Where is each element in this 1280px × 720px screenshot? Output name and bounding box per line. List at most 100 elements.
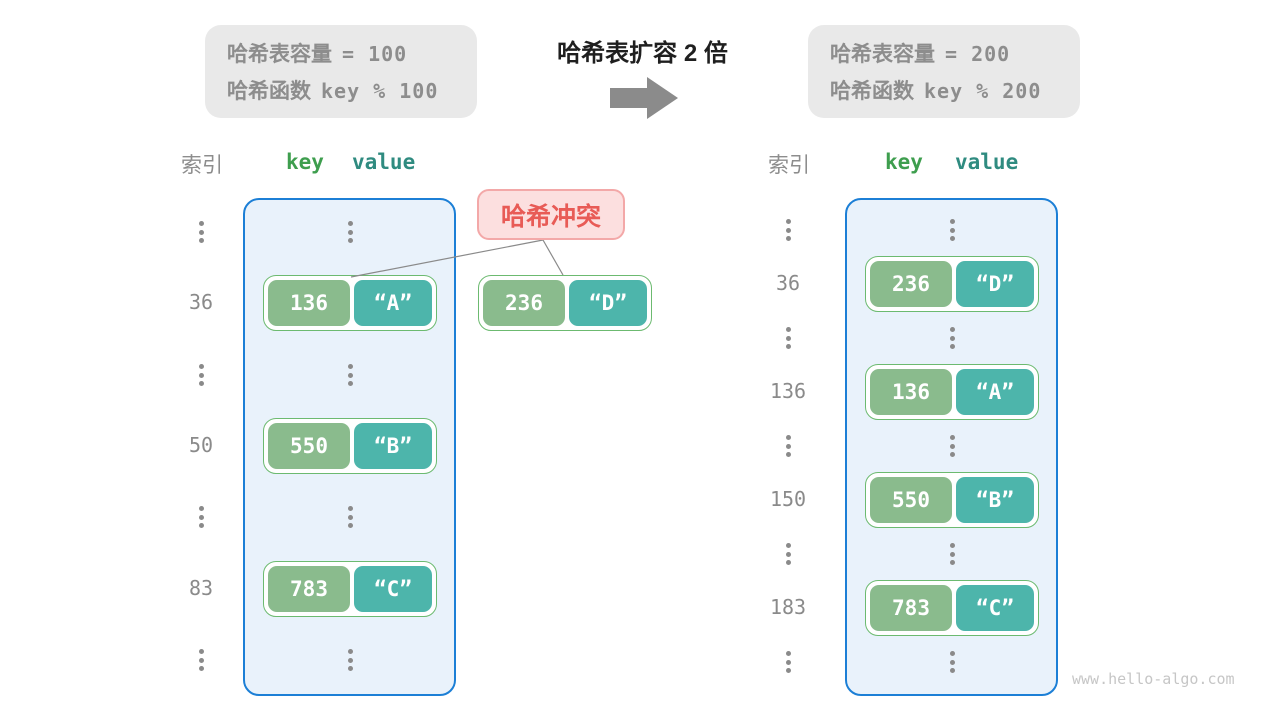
dot [198,657,204,663]
hash-function-line: 哈希函数 key % 100 [227,75,477,105]
capacity-value: = 200 [945,42,1011,66]
hash-function-value: key % 100 [321,79,439,103]
pair-key: 783 [870,585,952,631]
dot [785,335,791,341]
dot [949,435,955,440]
ellipsis-dots [198,221,204,243]
pair-key: 136 [870,369,952,415]
pair-value: “D” [569,280,647,326]
dot [949,335,955,341]
dot [949,651,955,656]
dot [198,372,204,378]
key-value-pair: 236“D” [865,256,1039,312]
dot [785,659,791,665]
dot [949,543,955,548]
ellipsis-dots [785,219,791,241]
index-label: 150 [769,487,807,511]
dot [347,666,353,671]
ellipsis-dots [347,221,353,243]
dot [785,219,791,224]
right-arrow-icon [610,77,678,119]
pair-key: 136 [268,280,350,326]
dot [949,659,955,665]
left-key-header: key [286,150,324,174]
dot [347,221,353,226]
dot [785,327,791,332]
capacity-label: 哈希表容量 [227,43,332,66]
dot [785,435,791,440]
dot [347,229,353,235]
dot [949,236,955,241]
expand-title: 哈希表扩容 2 倍 [557,40,728,67]
dot [949,219,955,224]
hash-function-value: key % 200 [924,79,1042,103]
hash-function-line: 哈希函数 key % 200 [830,75,1080,105]
dot [785,236,791,241]
pair-value: “B” [956,477,1034,523]
dot [785,551,791,557]
ellipsis-dots [785,435,791,457]
dot [949,452,955,457]
dot [949,560,955,565]
info-box-capacity-100: 哈希表容量 = 100 哈希函数 key % 100 [205,25,477,118]
ellipsis-dots [198,506,204,528]
dot [347,657,353,663]
dot [785,668,791,673]
dot [347,364,353,369]
capacity-label: 哈希表容量 [830,43,935,66]
hash-function-label: 哈希函数 [227,80,311,103]
left-index-header: 索引 [181,154,223,177]
pair-key: 783 [268,566,350,612]
dot [198,229,204,235]
index-label: 183 [769,595,807,619]
dot [198,221,204,226]
key-value-pair: 783“C” [865,580,1039,636]
key-value-pair: 550“B” [865,472,1039,528]
pair-key: 236 [483,280,565,326]
capacity-line: 哈希表容量 = 100 [227,38,477,68]
dot [347,506,353,511]
ellipsis-dots [347,649,353,671]
dot [198,381,204,386]
dot [949,227,955,233]
index-label: 36 [188,290,214,314]
hash-collision-label: 哈希冲突 [477,189,625,240]
ellipsis-dots [198,364,204,386]
dot [198,506,204,511]
dot [347,514,353,520]
dot [198,364,204,369]
dot [785,443,791,449]
dot [785,543,791,548]
dot [949,443,955,449]
watermark: www.hello-algo.com [1072,670,1235,688]
dot [785,560,791,565]
pair-value: “A” [956,369,1034,415]
dot [198,666,204,671]
pair-value: “C” [354,566,432,612]
ellipsis-dots [949,435,955,457]
ellipsis-dots [949,327,955,349]
ellipsis-dots [198,649,204,671]
dot [949,327,955,332]
ellipsis-dots [785,651,791,673]
dot [198,514,204,520]
dot [785,651,791,656]
dot [198,649,204,654]
pair-value: “C” [956,585,1034,631]
index-label: 136 [769,379,807,403]
ellipsis-dots [949,219,955,241]
ellipsis-dots [347,506,353,528]
key-value-pair: 550“B” [263,418,437,474]
index-label: 50 [188,433,214,457]
capacity-value: = 100 [342,42,408,66]
dot [347,238,353,243]
dot [347,523,353,528]
pair-value: “D” [956,261,1034,307]
dot [347,372,353,378]
index-label: 83 [188,576,214,600]
dot [949,668,955,673]
right-value-header: value [955,150,1019,174]
key-value-pair: 136“A” [865,364,1039,420]
dot [347,381,353,386]
ellipsis-dots [785,327,791,349]
